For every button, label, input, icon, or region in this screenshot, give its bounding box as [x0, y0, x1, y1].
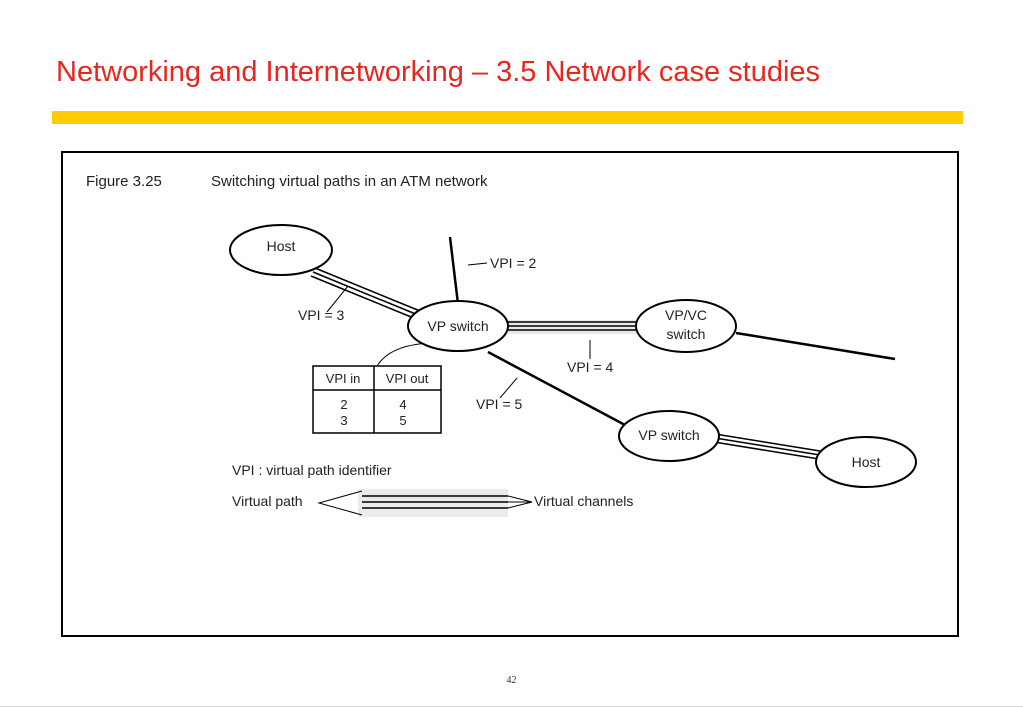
slide-title: Networking and Internetworking – 3.5 Net… [56, 56, 821, 88]
figure-number: Figure 3.25 [86, 173, 162, 190]
figure-caption: Switching virtual paths in an ATM networ… [211, 173, 488, 190]
vpi2-label: VPI = 2 [490, 255, 537, 271]
title-accent-bar [52, 111, 963, 124]
bottom-divider [0, 706, 1023, 707]
vpvc-switch-label-line1: VP/VC [665, 307, 707, 323]
vp-switch-lower-node: VP switch [618, 410, 720, 462]
vpi3-label: VPI = 3 [298, 307, 345, 323]
figure-frame [61, 151, 959, 637]
host-right-label: Host [852, 454, 881, 470]
vpi4-label: VPI = 4 [567, 359, 614, 375]
host-top-node: Host [229, 224, 333, 276]
table-cell-out-2: 5 [399, 413, 406, 428]
vpvc-switch-node: VP/VC switch [635, 299, 737, 353]
vpi-definition: VPI : virtual path identifier [232, 462, 392, 478]
vp-switch-center-label: VP switch [427, 318, 488, 334]
table-cell-in-2: 3 [340, 413, 347, 428]
table-cell-in-1: 2 [340, 397, 347, 412]
table-cell-out-1: 4 [399, 397, 406, 412]
host-top-label: Host [267, 238, 296, 254]
legend-virtual-path-label: Virtual path [232, 493, 303, 509]
vpvc-switch-label-line2: switch [667, 326, 706, 342]
vp-switch-center-node: VP switch [407, 300, 509, 352]
virtual-path-links [310, 236, 896, 460]
table-header-vpi-in: VPI in [326, 371, 361, 386]
vpi5-label: VPI = 5 [476, 396, 523, 412]
vp-switch-lower-label: VP switch [638, 427, 699, 443]
legend-virtual-channels-label: Virtual channels [534, 493, 633, 509]
table-header-vpi-out: VPI out [386, 371, 429, 386]
page-number: 42 [506, 675, 517, 686]
host-right-node: Host [815, 436, 917, 488]
vpi-switching-table: VPI in VPI out 2 3 4 5 [312, 365, 442, 434]
legend-virtual-path-graphic [317, 489, 533, 517]
